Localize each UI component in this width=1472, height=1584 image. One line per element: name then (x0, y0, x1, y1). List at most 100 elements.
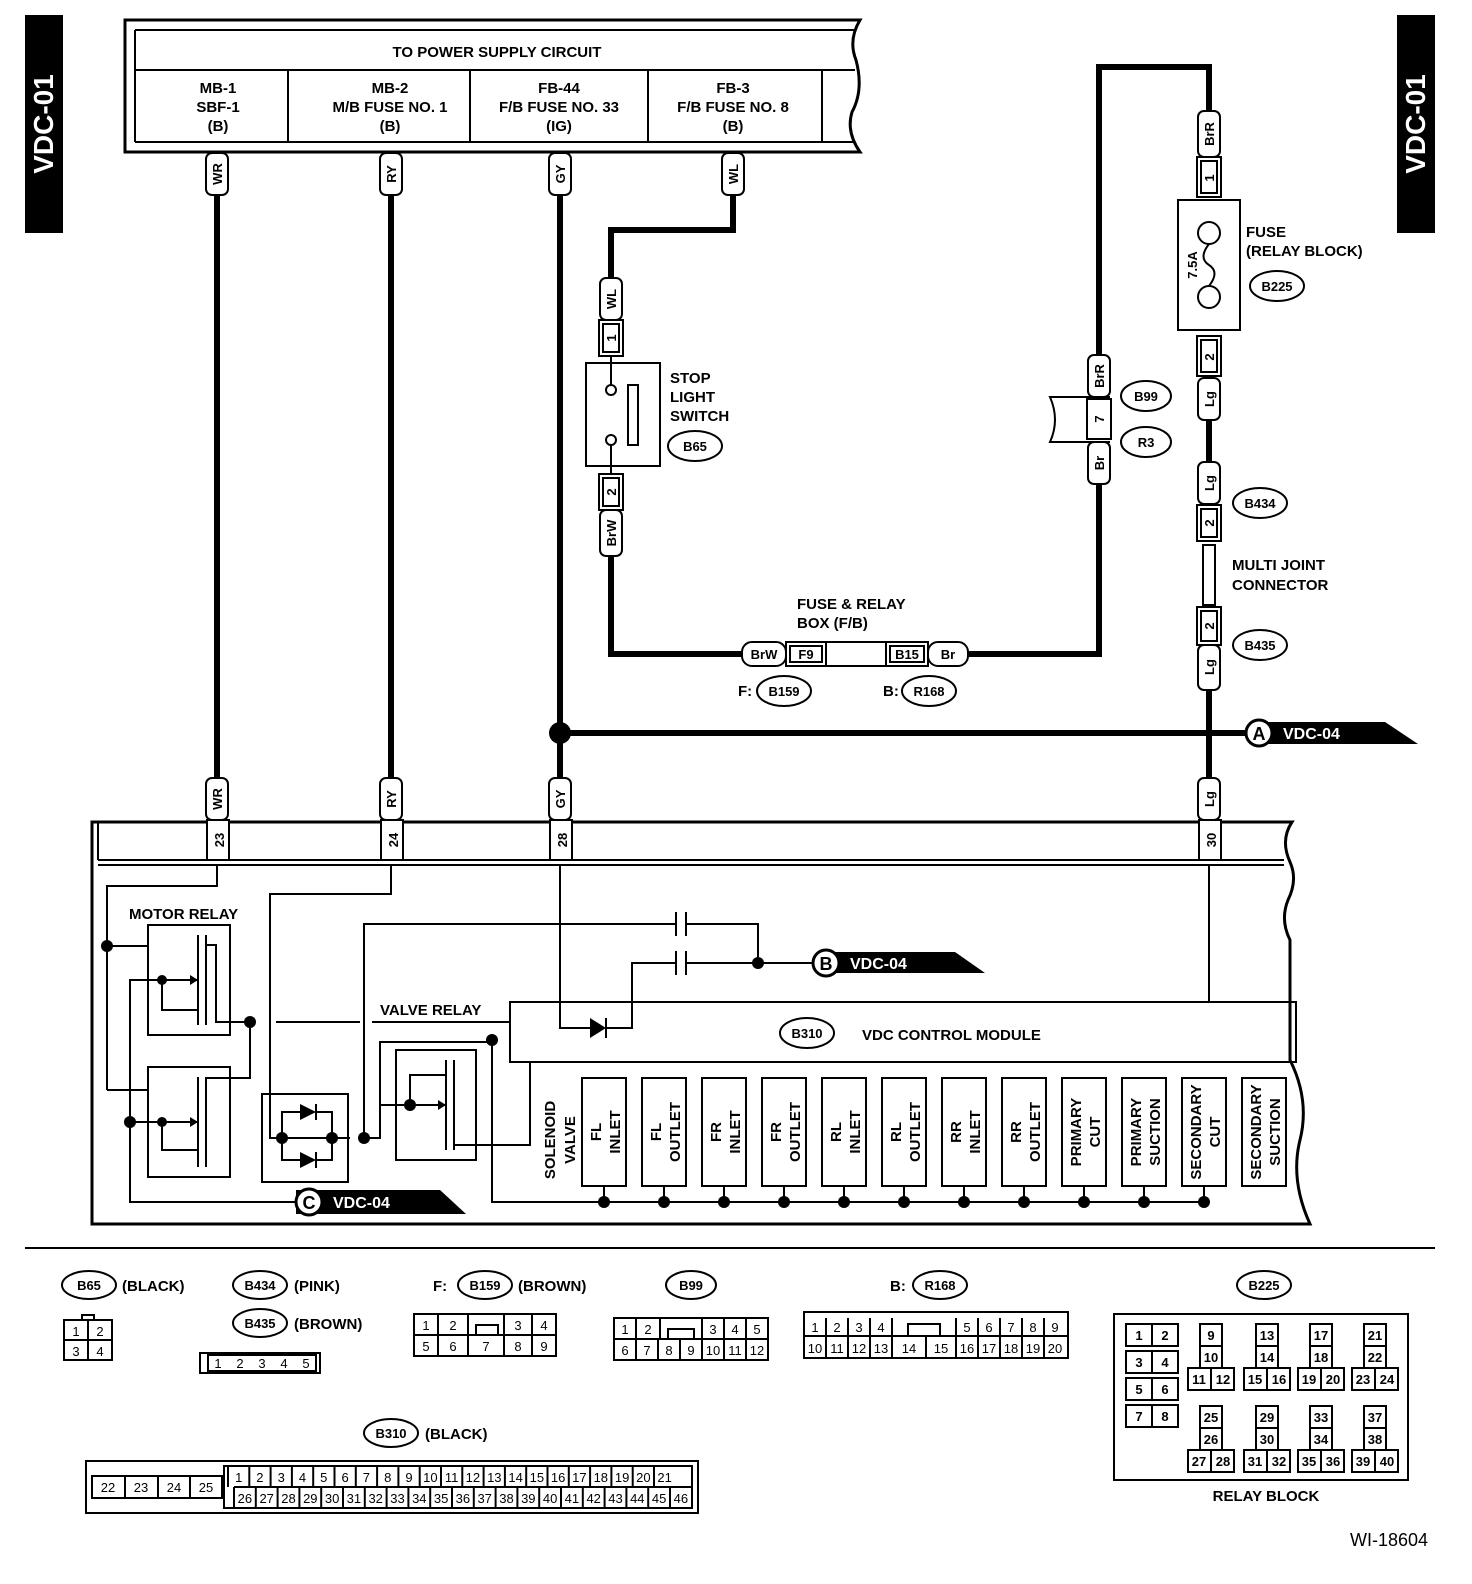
svg-text:WR: WR (210, 163, 225, 185)
wire-tag-lg-b434: Lg (1197, 461, 1221, 505)
svg-text:18: 18 (1004, 1341, 1018, 1356)
b310-pin-label: 12 (466, 1470, 480, 1485)
joint-connector-b99: 7 B99 R3 (1048, 380, 1172, 458)
svg-text:5: 5 (963, 1320, 970, 1335)
svg-text:3: 3 (855, 1320, 862, 1335)
svg-text:29: 29 (1260, 1410, 1274, 1425)
svg-text:3: 3 (514, 1318, 521, 1333)
svg-text:OUTLET: OUTLET (787, 1102, 804, 1162)
svg-text:12: 12 (852, 1341, 866, 1356)
svg-text:SECONDARY: SECONDARY (1188, 1084, 1205, 1179)
svg-text:39: 39 (1356, 1454, 1370, 1469)
svg-text:2: 2 (644, 1322, 651, 1337)
svg-text:17: 17 (982, 1341, 996, 1356)
svg-text:28: 28 (1216, 1454, 1230, 1469)
svg-text:3: 3 (258, 1356, 265, 1371)
b310-pin-label: 27 (259, 1491, 273, 1506)
b310-pin-label: 32 (368, 1491, 382, 1506)
svg-text:B99: B99 (679, 1278, 703, 1293)
b310-pin-label: 8 (384, 1470, 391, 1485)
svg-text:FL: FL (648, 1123, 665, 1141)
svg-text:CUT: CUT (1207, 1117, 1224, 1148)
svg-text:23: 23 (134, 1480, 148, 1495)
side-label-left: VDC-01 (25, 15, 63, 233)
svg-text:4: 4 (877, 1320, 884, 1335)
b310-pin-label: 37 (477, 1491, 491, 1506)
svg-text:27: 27 (1192, 1454, 1206, 1469)
svg-text:4: 4 (1161, 1355, 1169, 1370)
svg-text:9: 9 (687, 1343, 694, 1358)
svg-text:INLET: INLET (847, 1110, 864, 1153)
svg-text:MB-1: MB-1 (200, 80, 237, 97)
svg-text:VDC-04: VDC-04 (850, 956, 907, 973)
svg-text:23: 23 (212, 833, 227, 847)
svg-text:15: 15 (934, 1341, 948, 1356)
svg-text:FL: FL (588, 1123, 605, 1141)
svg-text:B159: B159 (469, 1278, 500, 1293)
svg-text:BrR: BrR (1092, 363, 1107, 387)
svg-text:2: 2 (1202, 519, 1217, 526)
side-label-right: VDC-01 (1397, 15, 1435, 233)
svg-text:31: 31 (1248, 1454, 1262, 1469)
svg-text:(BLACK): (BLACK) (425, 1426, 487, 1443)
wire-tag-gy-bottom: GY (548, 777, 572, 821)
svg-text:7: 7 (1007, 1320, 1014, 1335)
svg-text:14: 14 (1260, 1350, 1275, 1365)
b310-pin-label: 33 (390, 1491, 404, 1506)
svg-text:B435: B435 (244, 1316, 275, 1331)
svg-text:33: 33 (1314, 1410, 1328, 1425)
svg-text:2: 2 (1202, 353, 1217, 360)
svg-text:BrW: BrW (751, 647, 778, 662)
svg-text:MULTI JOINT: MULTI JOINT (1232, 557, 1325, 574)
svg-text:RR: RR (948, 1121, 965, 1143)
svg-text:F:: F: (433, 1278, 447, 1295)
svg-text:MB-2: MB-2 (372, 80, 409, 97)
svg-text:(B): (B) (380, 118, 401, 135)
b310-pin-label: 45 (652, 1491, 666, 1506)
svg-text:1: 1 (1202, 174, 1217, 181)
svg-text:PRIMARY: PRIMARY (1128, 1098, 1145, 1167)
svg-text:B225: B225 (1261, 279, 1292, 294)
svg-text:Lg: Lg (1202, 475, 1217, 491)
svg-text:6: 6 (449, 1339, 456, 1354)
svg-text:VDC-01: VDC-01 (28, 74, 59, 174)
svg-text:8: 8 (1161, 1409, 1168, 1424)
svg-text:B:: B: (890, 1278, 906, 1295)
svg-text:B159: B159 (768, 684, 799, 699)
svg-text:VDC-04: VDC-04 (333, 1195, 390, 1212)
stop-light-switch: 1 2 STOP LIGHT SWITCH B65 (585, 319, 729, 511)
b310-pin-label: 6 (341, 1470, 348, 1485)
svg-text:8: 8 (665, 1343, 672, 1358)
svg-text:SWITCH: SWITCH (670, 408, 729, 425)
svg-text:13: 13 (1260, 1328, 1274, 1343)
b310-pin-label: 42 (586, 1491, 600, 1506)
b310-pin-label: 2 (256, 1470, 263, 1485)
svg-text:1: 1 (621, 1322, 628, 1337)
svg-text:STOP: STOP (670, 370, 711, 387)
svg-text:RELAY BLOCK: RELAY BLOCK (1213, 1488, 1320, 1505)
b310-pin-label: 34 (412, 1491, 426, 1506)
svg-text:(BROWN): (BROWN) (518, 1278, 586, 1295)
svg-text:INLET: INLET (967, 1110, 984, 1153)
svg-text:2: 2 (96, 1324, 103, 1339)
svg-text:17: 17 (1314, 1328, 1328, 1343)
svg-text:8: 8 (514, 1339, 521, 1354)
svg-text:10: 10 (808, 1341, 822, 1356)
svg-text:10: 10 (706, 1343, 720, 1358)
svg-text:1: 1 (604, 334, 619, 341)
svg-text:(BROWN): (BROWN) (294, 1316, 362, 1333)
svg-text:5: 5 (302, 1356, 309, 1371)
b310-pin-label: 39 (521, 1491, 535, 1506)
b310-pin-label: 15 (530, 1470, 544, 1485)
svg-text:23: 23 (1356, 1372, 1370, 1387)
svg-text:Br: Br (941, 647, 955, 662)
svg-text:FUSE & RELAY: FUSE & RELAY (797, 596, 906, 613)
svg-text:(PINK): (PINK) (294, 1278, 340, 1295)
svg-text:34: 34 (1314, 1432, 1329, 1447)
power-supply-title: TO POWER SUPPLY CIRCUIT (393, 44, 602, 61)
